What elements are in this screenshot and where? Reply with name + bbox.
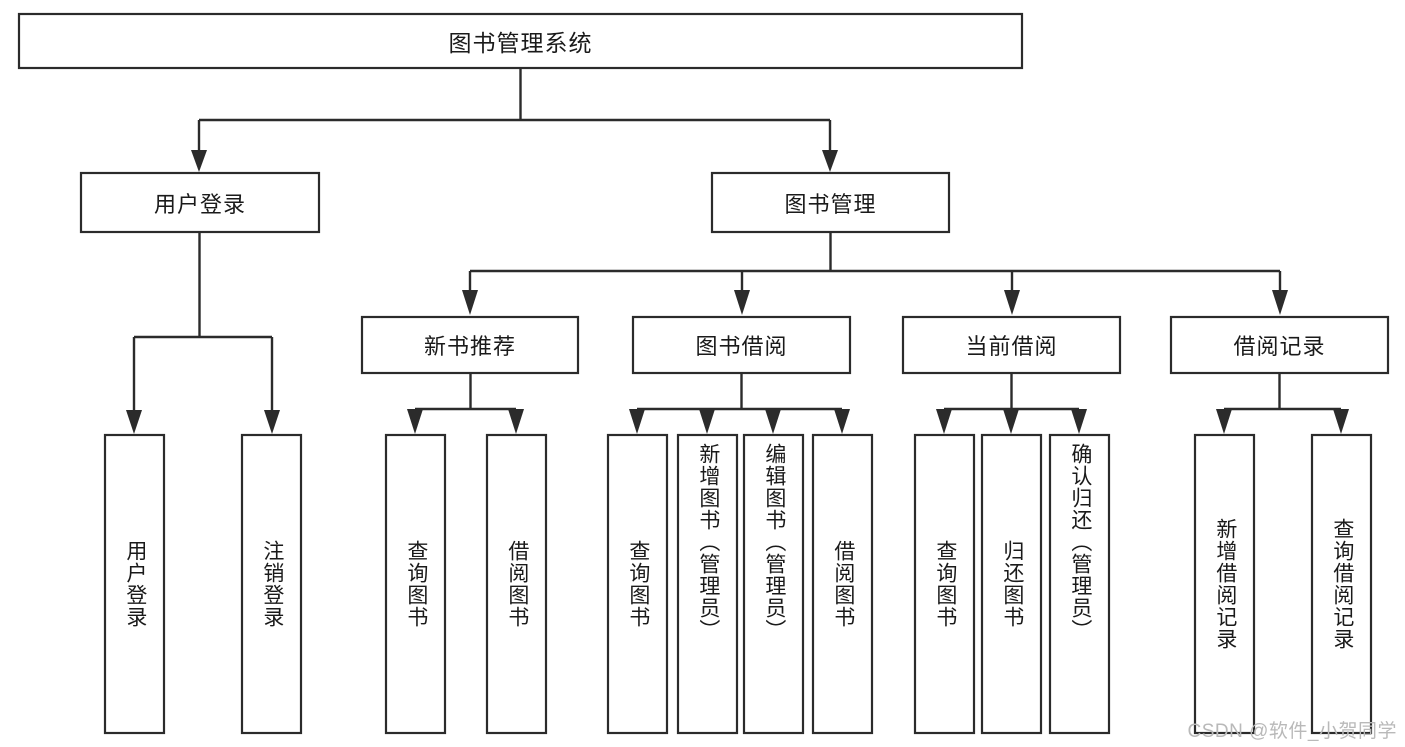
leaf-box-borrow-book-2[interactable] — [811, 433, 874, 735]
arrowhead-book-borrow-leaf-4 — [834, 409, 850, 434]
leaf-box-logout[interactable] — [240, 433, 303, 735]
arrowhead-borrow-record-leaf-1 — [1216, 409, 1232, 434]
arrowhead-book-borrow — [734, 290, 750, 315]
arrowhead-book-mgmt — [822, 150, 838, 172]
arrowhead-new-book-recommend — [462, 290, 478, 315]
arrowhead-user-login-leaf-2 — [264, 410, 280, 434]
leaf-box-confirm-return[interactable] — [1048, 433, 1111, 735]
node-book-borrow-box[interactable] — [631, 315, 852, 375]
arrowhead-user-login-leaf-1 — [126, 410, 142, 434]
leaf-box-return-book[interactable] — [980, 433, 1043, 735]
leaf-box-query-book-2[interactable] — [606, 433, 669, 735]
arrowhead-borrow-record — [1272, 290, 1288, 315]
arrowhead-borrow-record-leaf-2 — [1333, 409, 1349, 434]
arrowhead-new-book-leaf-1 — [407, 409, 423, 434]
arrowhead-current-borrow-leaf-3 — [1071, 409, 1087, 434]
arrowhead-current-borrow-leaf-2 — [1003, 409, 1019, 434]
leaf-box-user-login[interactable] — [103, 433, 166, 735]
node-current-borrow-box[interactable] — [901, 315, 1122, 375]
arrowhead-current-borrow-leaf-1 — [936, 409, 952, 434]
node-book-mgmt-box[interactable] — [710, 171, 951, 234]
leaf-box-query-book-3[interactable] — [913, 433, 976, 735]
leaf-box-add-record[interactable] — [1193, 433, 1256, 735]
arrowhead-current-borrow — [1004, 290, 1020, 315]
arrowhead-user-login — [191, 150, 207, 172]
arrowhead-book-borrow-leaf-3 — [765, 409, 781, 434]
node-user-login-box[interactable] — [79, 171, 321, 234]
node-root-box[interactable] — [17, 12, 1024, 70]
arrowhead-book-borrow-leaf-1 — [629, 409, 645, 434]
leaf-box-add-book[interactable] — [676, 433, 739, 735]
leaf-box-query-book-1[interactable] — [384, 433, 447, 735]
node-new-book-recommend-box[interactable] — [360, 315, 580, 375]
node-borrow-record-box[interactable] — [1169, 315, 1390, 375]
arrowhead-new-book-leaf-2 — [508, 409, 524, 434]
leaf-box-edit-book[interactable] — [742, 433, 805, 735]
leaf-box-query-record[interactable] — [1310, 433, 1373, 735]
leaf-box-borrow-book-1[interactable] — [485, 433, 548, 735]
arrowhead-book-borrow-leaf-2 — [699, 409, 715, 434]
